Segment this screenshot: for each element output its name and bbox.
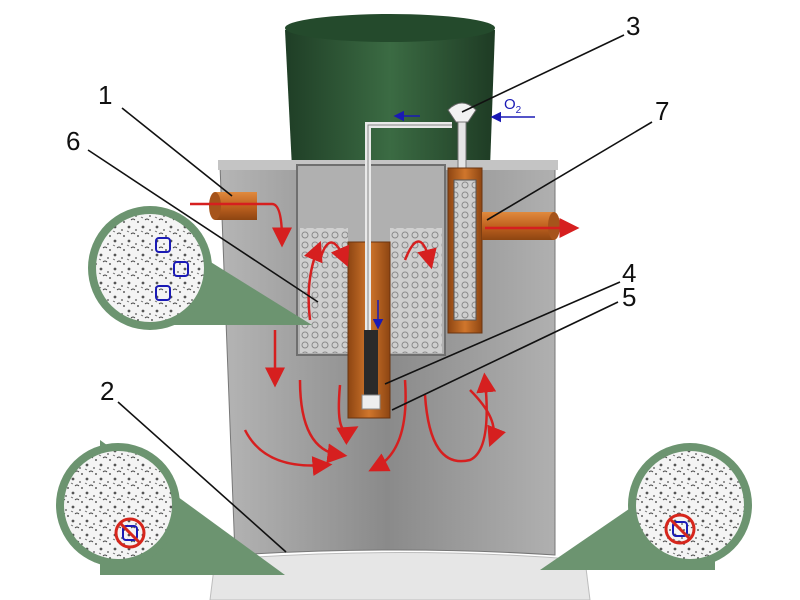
oxygen-label: O2 [504, 96, 522, 116]
no-oxygen-icon [114, 517, 146, 549]
callout-6: 6 [66, 126, 80, 156]
oxygen-subscript: 2 [516, 105, 522, 116]
chamber-flow-arrow [403, 240, 437, 270]
leader-line-3 [461, 34, 625, 113]
callout-7: 7 [655, 96, 669, 126]
tank-lid-top [285, 14, 495, 42]
diffuser [361, 394, 381, 410]
settling-flow-arrow [243, 429, 333, 476]
callout-2: 2 [100, 376, 114, 406]
settling-flow-arrow [336, 384, 359, 445]
return-flow-arrow [469, 389, 506, 447]
tank-lid [285, 21, 495, 168]
sludge-detail-right [636, 451, 744, 559]
aerobic-sludge-detail [96, 214, 204, 322]
callout-4: 4 [622, 258, 636, 288]
filter-cartridge [453, 179, 477, 321]
leader-lines [87, 34, 653, 553]
inlet-flow-arrow [190, 202, 292, 248]
airlift-inner [364, 330, 378, 400]
callout-1: 1 [98, 80, 112, 110]
air-pipe-outline [367, 124, 452, 330]
leader-line-7 [486, 121, 653, 221]
tank-base [209, 552, 591, 600]
no-oxygen-icon [664, 513, 696, 545]
return-flow-arrow [423, 372, 497, 463]
leader-line-1 [121, 107, 233, 197]
oxygen-arrows [372, 110, 535, 330]
oxygen-bubble-icon [155, 237, 189, 301]
anaerobic-zoom-callout-left [56, 440, 285, 575]
anaerobic-zoom-callout-right [540, 443, 752, 570]
leader-line-2 [117, 401, 287, 553]
leader-line-6 [87, 149, 319, 303]
settling-flow-arrow [298, 379, 348, 464]
chamber-flow-arrow [304, 241, 323, 321]
air-compressor-icon [447, 102, 477, 171]
callout-5: 5 [622, 282, 636, 312]
inlet-pipe-icon [209, 192, 257, 220]
aerobic-zoom-callout [88, 206, 312, 330]
settling-flow-arrow [368, 379, 407, 472]
flow-arrows [190, 202, 580, 476]
oxygen-symbol: O [504, 96, 516, 113]
leader-line-5 [391, 301, 619, 411]
bio-media-right [390, 228, 442, 353]
callout-3: 3 [626, 11, 640, 41]
leader-line-4 [384, 281, 621, 385]
